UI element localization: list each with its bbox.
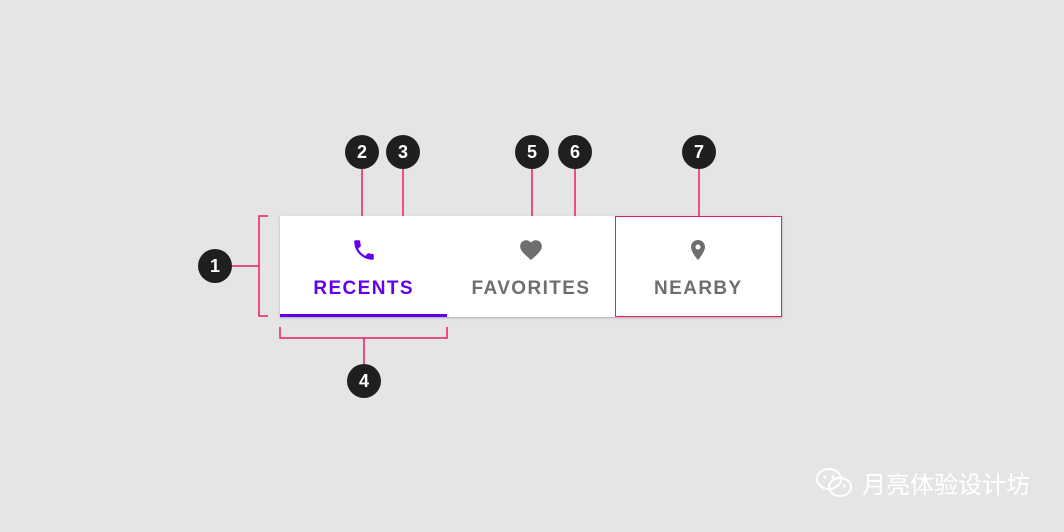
annotation-bracket-4 bbox=[279, 327, 448, 339]
annotation-badge-1: 1 bbox=[198, 249, 232, 283]
tab-label-nearby: NEARBY bbox=[654, 278, 743, 299]
location-pin-icon bbox=[684, 236, 712, 264]
watermark-text: 月亮体验设计坊 bbox=[862, 472, 1030, 499]
tab-bar: RECENTS FAVORITES NEARBY bbox=[280, 216, 782, 317]
watermark: 月亮体验设计坊 bbox=[814, 465, 1030, 500]
annotation-badge-4: 4 bbox=[347, 364, 381, 398]
annotation-badge-2: 2 bbox=[345, 135, 379, 169]
phone-icon bbox=[350, 236, 378, 264]
tab-recents[interactable]: RECENTS bbox=[280, 216, 448, 317]
annotation-badge-7: 7 bbox=[682, 135, 716, 169]
annotation-badge-6: 6 bbox=[558, 135, 592, 169]
wechat-icon bbox=[814, 466, 854, 500]
tab-nearby[interactable]: NEARBY bbox=[614, 216, 782, 317]
heart-icon bbox=[517, 236, 545, 264]
annotation-badge-5: 5 bbox=[515, 135, 549, 169]
tab-favorites[interactable]: FAVORITES bbox=[447, 216, 614, 317]
annotation-badge-3: 3 bbox=[386, 135, 420, 169]
tab-label-favorites: FAVORITES bbox=[471, 278, 591, 299]
active-tab-indicator bbox=[280, 314, 448, 317]
tab-label-recents: RECENTS bbox=[313, 278, 414, 299]
annotation-bracket-1 bbox=[258, 215, 268, 317]
